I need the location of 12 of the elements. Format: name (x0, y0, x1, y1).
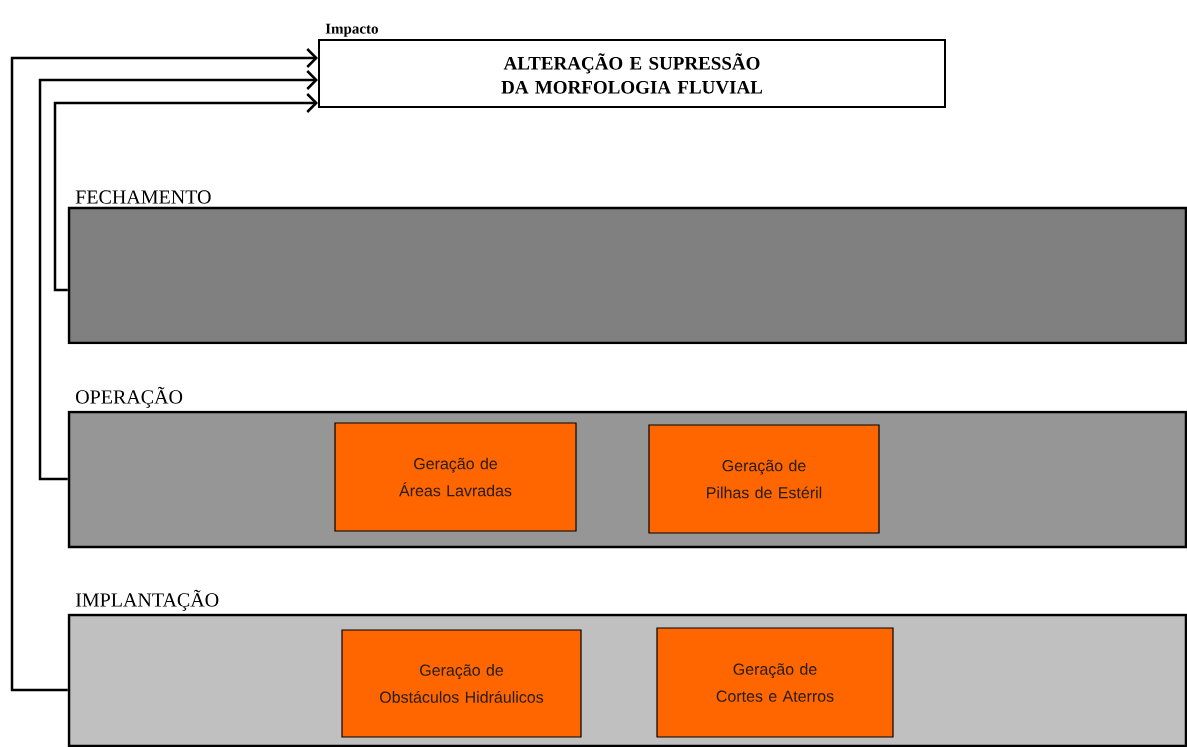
phase-label: FECHAMENTO (75, 190, 211, 204)
arrow (53, 93, 318, 292)
arrow (10, 48, 318, 692)
arrow (38, 70, 318, 481)
process-box: Geração de Obstáculos Hidráulicos (341, 629, 582, 738)
process-box: Geração de Pilhas de Estéril (648, 424, 880, 534)
impact-box: ALTERAÇÃO E SUPRESSÃO DA MORFOLOGIA FLUVIAL (318, 39, 946, 108)
heading: Impacto (325, 23, 378, 37)
phase-label: IMPLANTAÇÃO (75, 589, 219, 611)
phase-label: OPERAÇÃO (76, 386, 183, 408)
process-box: Geração de Áreas Lavradas (334, 422, 577, 532)
process-box: Geração de Cortes e Aterros (656, 627, 894, 738)
